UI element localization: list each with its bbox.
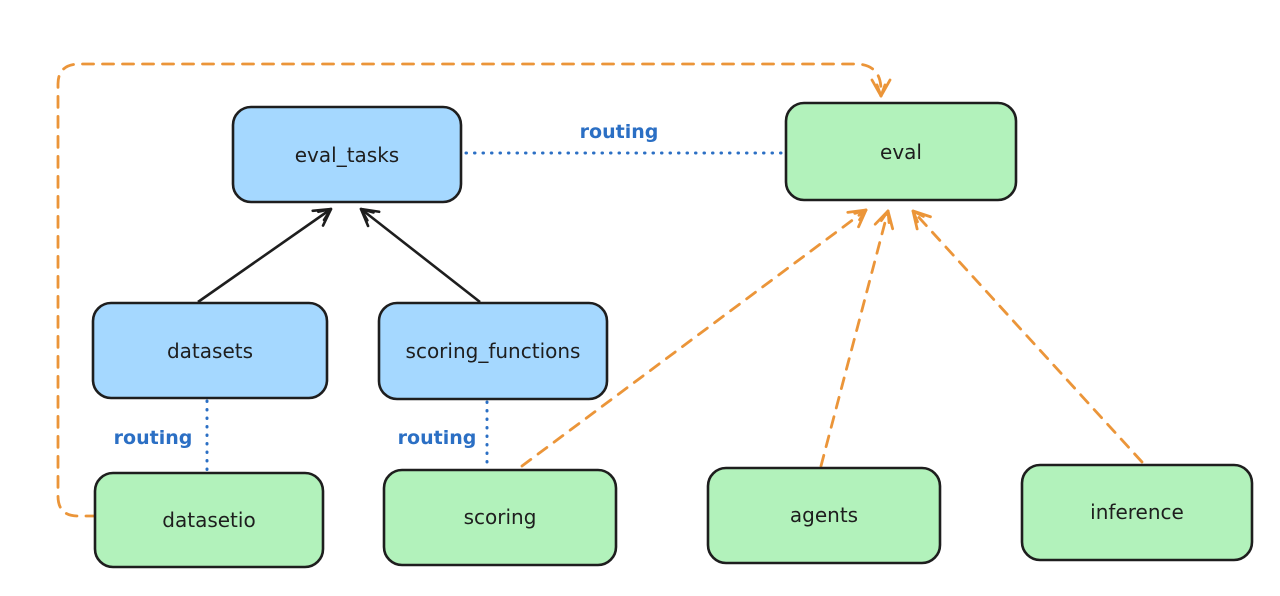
node-eval: eval	[784, 101, 1018, 202]
edge-datasets-to-eval-tasks	[197, 207, 333, 304]
edge-agents-to-eval	[819, 209, 895, 468]
node-agents: agents	[706, 466, 942, 565]
node-scoring-functions-label: scoring_functions	[406, 339, 581, 363]
node-datasetio: datasetio	[93, 471, 325, 569]
node-datasets-label: datasets	[167, 339, 253, 363]
node-scoring: scoring	[382, 468, 618, 567]
node-scoring-functions: scoring_functions	[377, 301, 609, 401]
edge-inference-to-eval	[911, 209, 1144, 464]
node-datasetio-label: datasetio	[162, 508, 255, 532]
edge-scoring-to-eval	[520, 208, 868, 468]
routing-label-middle: routing	[398, 427, 477, 449]
node-scoring-label: scoring	[464, 505, 537, 529]
node-eval-tasks: eval_tasks	[231, 105, 463, 204]
edge-datasetio-to-eval	[56, 62, 892, 518]
node-eval-tasks-label: eval_tasks	[295, 143, 399, 167]
node-inference-label: inference	[1090, 500, 1184, 524]
node-eval-label: eval	[880, 140, 922, 164]
routing-label-left: routing	[114, 427, 193, 449]
node-inference: inference	[1020, 463, 1254, 562]
node-agents-label: agents	[790, 503, 858, 527]
routing-label-top: routing	[580, 121, 659, 143]
node-datasets: datasets	[91, 301, 329, 400]
edge-scoring-functions-to-eval-tasks	[359, 207, 481, 304]
